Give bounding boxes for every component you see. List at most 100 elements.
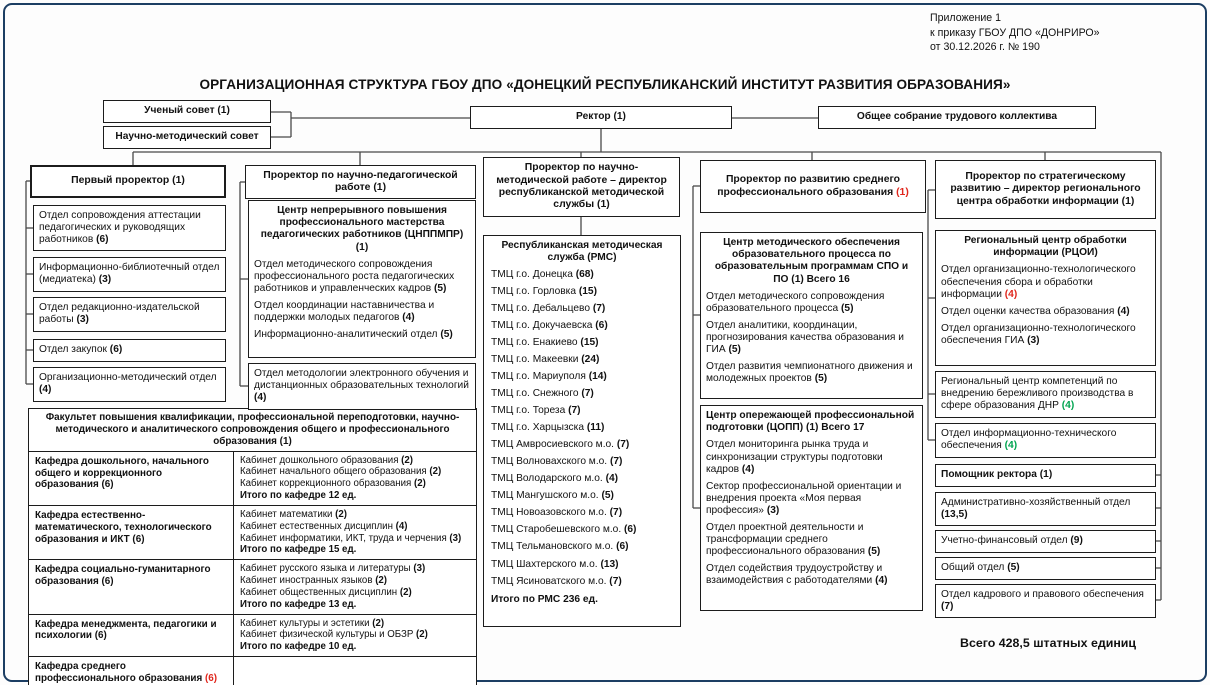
unit-line: Отдел оценки качества образования (4) — [941, 306, 1150, 318]
tmc-line: ТМЦ г.о. Снежного (7) — [489, 386, 675, 403]
tmc-text: ТМЦ г.о. Докучаевска — [491, 320, 593, 332]
unit-text: Отдел аналитики, координации, прогнозиро… — [706, 320, 904, 356]
kafedra-cell: Кафедра дошкольного, начального общего и… — [29, 451, 234, 505]
unit-line: Отдел организационно-технологического об… — [941, 264, 1150, 300]
kabinet-line: Кабинет естественных дисциплин (4) — [240, 521, 470, 533]
staff-count: (15) — [580, 337, 599, 349]
staff-count: (4) — [605, 473, 619, 485]
staff-count: (3) — [766, 504, 780, 516]
staff-count: (2) — [416, 629, 428, 641]
staff-count: (6) — [94, 630, 107, 642]
unit-metodologii-elektronnogo-obucheniya: Отдел методологии электронного обучения … — [248, 363, 476, 410]
tmc-line: ТМЦ Амвросиевского м.о. (7) — [489, 437, 675, 454]
tmc-text: ТМЦ Новоазовского м.о. — [491, 507, 607, 519]
tmc-line: ТМЦ г.о. Дебальцево (7) — [489, 301, 675, 318]
faculty-row: Кафедра дошкольного, начального общего и… — [29, 450, 476, 505]
kafedra-total: Итого по кафедре 10 ед. — [240, 641, 357, 653]
staff-count: (4) — [39, 384, 52, 396]
rms-title: Республиканская методическая служба (РМС… — [501, 240, 663, 264]
center-rcoi: Региональный центр обработки информации … — [935, 230, 1156, 366]
tmc-text: ТМЦ Тельмановского м.о. — [491, 541, 614, 553]
staff-count: (3) — [1027, 334, 1040, 346]
kabinet-text: Кабинет дошкольного образования — [240, 454, 399, 466]
staff-count: (6) — [205, 672, 218, 684]
kafedra-text: Кафедра естественно-математического, тех… — [35, 509, 212, 545]
staff-count: (6) — [101, 576, 114, 588]
kabinet-line: Кабинет общественных дисциплин (2) — [240, 587, 470, 599]
unit-text: Организационно-методический отдел — [39, 372, 217, 383]
faculty-row: Кафедра социально-гуманитарного образова… — [29, 559, 476, 614]
unit-text: Отдел проектной деятельности и трансформ… — [706, 521, 865, 557]
kabinet-line: Кабинет русского языка и литературы (3) — [240, 563, 470, 575]
tmc-line: ТМЦ г.о. Харцызска (11) — [489, 420, 675, 437]
unit-text: Отдел редакционно-издательской работы — [39, 302, 200, 326]
center-title: Центр опережающей профессиональной подго… — [706, 410, 915, 434]
unit-text: Отдел закупок — [39, 344, 107, 356]
tmc-line: ТМЦ Волновахского м.о. (7) — [489, 454, 675, 471]
tmc-text: ТМЦ г.о. Горловка — [491, 286, 577, 297]
kabinet-line: Кабинет коррекционного образования (2) — [240, 478, 470, 490]
rms-total: Итого по РМС 236 ед. — [491, 594, 598, 606]
annotation-line: к приказу ГБОУ ДПО «ДОНРИРО» — [930, 26, 1100, 39]
node-prorektor-spo: Проректор по развитию среднего профессио… — [700, 160, 926, 213]
staff-count: (2) — [335, 508, 347, 520]
staff-count: (7) — [616, 439, 630, 451]
staff-count: (7) — [941, 601, 954, 613]
node-prorektor-nauchno-metodicheskiy: Проректор по научно-методической работе … — [483, 157, 680, 217]
kabinet-text: Кабинет коррекционного образования — [240, 478, 412, 490]
unit-text: Отдел мониторинга рынка труда и синхрони… — [706, 439, 883, 475]
kafedra-cell: Кафедра естественно-математического, тех… — [29, 505, 234, 560]
center-copp: Центр опережающей профессиональной подго… — [700, 405, 923, 611]
tmc-text: ТМЦ г.о. Дебальцево — [491, 303, 591, 315]
staff-count: (7) — [581, 388, 594, 400]
page-title: ОРГАНИЗАЦИОННАЯ СТРУКТУРА ГБОУ ДПО «ДОНЕ… — [199, 77, 1011, 92]
staff-count: (11) — [586, 422, 605, 434]
tmc-text: ТМЦ г.о. Макеевки — [491, 354, 579, 366]
tmc-line: ТМЦ г.о. Донецка (68) — [489, 266, 675, 283]
staff-count: (2) — [401, 454, 414, 466]
unit-organizacionno-metodicheskiy: Организационно-методический отдел (4) — [33, 367, 226, 402]
unit-biblioteka: Информационно-библиотечный отдел (медиат… — [33, 257, 226, 292]
staff-count: (4) — [395, 520, 408, 532]
faculty-table: Факультет повышения квалификации, профес… — [28, 408, 477, 685]
staff-count: (7) — [568, 405, 581, 417]
center-title: Центр непрерывного повышения профессиона… — [260, 205, 464, 253]
kabinet-text: Кабинет общественных дисциплин — [240, 586, 398, 598]
staff-count: (6) — [101, 479, 114, 491]
staff-count: (3) — [413, 563, 426, 575]
tmc-line: ТМЦ Шахтерского м.о. (13) — [489, 556, 675, 573]
unit-text: Отдел кадрового и правового обеспечения — [941, 589, 1144, 600]
staff-count: (4) — [875, 574, 888, 586]
unit-text: Отдел организационно-технологического об… — [941, 322, 1136, 346]
staff-count: (7) — [610, 456, 623, 468]
kabinet-line: Кабинет начального общего образования (2… — [240, 466, 470, 478]
staff-count: (2) — [429, 466, 442, 478]
unit-text: Сектор профессиональной ориентации и вне… — [706, 480, 902, 516]
unit-zakupok: Отдел закупок (6) — [33, 339, 226, 362]
kabinet-text: Кабинет начального общего образования — [240, 466, 427, 478]
kabinet-line: Кабинет информатики, ИКТ, труда и черчен… — [240, 533, 470, 545]
staff-count: (13) — [600, 558, 619, 570]
kabinet-text: Кабинет культуры и эстетики — [240, 617, 370, 629]
tmc-line: ТМЦ Новоазовского м.о. (7) — [489, 505, 675, 522]
staff-count: (6) — [96, 234, 109, 246]
tmc-line: ТМЦ Мангушского м.о. (5) — [489, 488, 675, 505]
node-text: Проректор по развитию среднего профессио… — [717, 174, 901, 198]
staff-count: (7) — [609, 575, 622, 587]
tmc-line: ТМЦ г.о. Макеевки (24) — [489, 352, 675, 369]
tmc-text: ТМЦ г.о. Харцызска — [491, 422, 584, 434]
staff-count: (5) — [841, 302, 854, 314]
kabinet-line: Кабинет математики (2) — [240, 509, 470, 521]
tmc-line: ТМЦ Старобешевского м.о. (6) — [489, 522, 675, 539]
node-prorektor-strategicheskiy: Проректор по стратегическому развитию – … — [935, 160, 1156, 219]
center-berezhlivogo-proizvodstva: Региональный центр компетенций по внедре… — [935, 371, 1156, 418]
unit-text: Общий отдел — [941, 562, 1005, 574]
node-rektor: Ректор (1) — [470, 106, 732, 129]
center-title: Центр методического обеспечения образова… — [714, 237, 909, 285]
kabinety-cell — [234, 657, 476, 685]
staff-count: (2) — [399, 586, 412, 598]
tmc-text: ТМЦ г.о. Тореза — [491, 405, 566, 417]
unit-label: Общий отдел (5) — [941, 562, 1020, 574]
unit-text: Региональный центр компетенций по внедре… — [941, 376, 1134, 412]
staff-count: (6) — [595, 320, 608, 332]
